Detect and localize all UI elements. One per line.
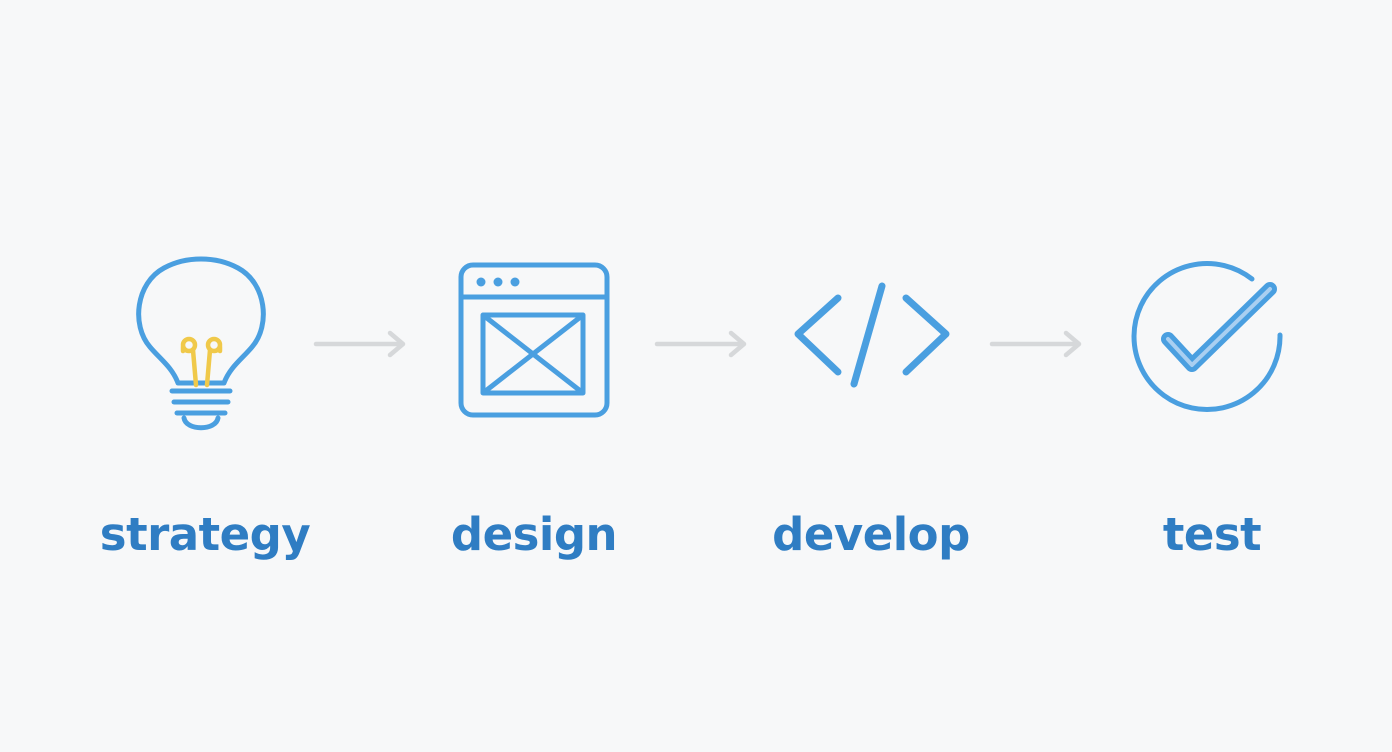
step-label-strategy: strategy (99, 508, 311, 561)
code-brackets-icon (794, 282, 950, 388)
step-label-design: design (450, 508, 618, 561)
check-circle-icon (1131, 260, 1283, 412)
browser-wireframe-icon (458, 262, 610, 418)
arrow-right-icon (989, 330, 1082, 358)
lightbulb-icon (136, 256, 266, 431)
arrow-right-icon (654, 330, 747, 358)
arrow-right-icon (313, 330, 406, 358)
step-label-develop: develop (772, 508, 970, 561)
step-label-test: test (1162, 508, 1262, 561)
